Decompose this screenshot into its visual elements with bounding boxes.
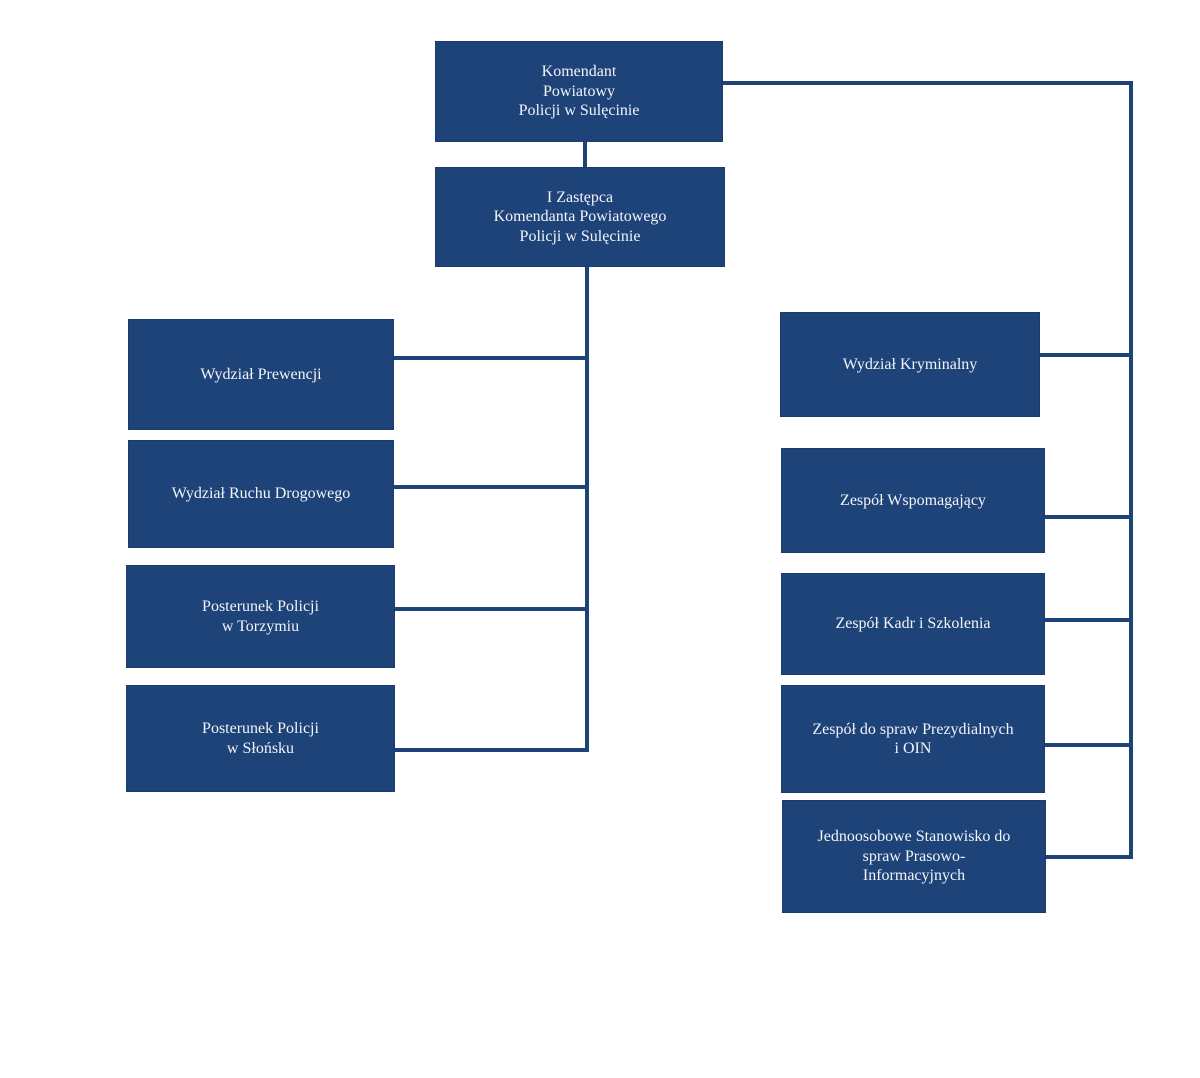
org-node-wydzial-kryminalny: Wydział Kryminalny xyxy=(780,312,1040,417)
connector-stub-kryminalny xyxy=(1040,353,1129,357)
org-node-zespol-kadr: Zespół Kadr i Szkolenia xyxy=(781,573,1045,675)
connector-stub-kadr xyxy=(1044,618,1129,622)
org-node-wydzial-prewencji-label: Wydział Prewencji xyxy=(200,365,322,383)
connector-stub-prewencji xyxy=(393,356,585,360)
org-node-wydzial-ruchu-drogowego-label: Wydział Ruchu Drogowego xyxy=(171,485,351,503)
org-node-posterunek-slonsk-label: Posterunek Policji w Słońsku xyxy=(202,720,319,757)
connector-center-vertical xyxy=(585,267,589,752)
org-node-zastepca: I Zastępca Komendanta Powiatowego Policj… xyxy=(435,167,725,267)
org-node-zespol-wspomagajacy: Zespół Wspomagający xyxy=(781,448,1045,553)
org-node-wydzial-kryminalny-label: Wydział Kryminalny xyxy=(842,355,978,373)
org-node-zespol-wspomagajacy-label: Zespół Wspomagający xyxy=(840,491,986,509)
org-node-zespol-prezydialne: Zespół do spraw Prezydialnych i OIN xyxy=(781,685,1045,793)
org-node-zespol-kadr-label: Zespół Kadr i Szkolenia xyxy=(835,615,991,633)
connector-right-vertical xyxy=(1129,81,1133,859)
connector-top-branch xyxy=(723,81,1133,85)
org-node-wydzial-prewencji: Wydział Prewencji xyxy=(128,319,394,430)
connector-stub-prezydialne xyxy=(1044,743,1129,747)
connector-stub-wspomagajacy xyxy=(1044,515,1129,519)
connector-stub-torzym xyxy=(394,607,585,611)
connector-stub-slonsk xyxy=(394,748,585,752)
org-node-zastepca-label: I Zastępca Komendanta Powiatowego Policj… xyxy=(493,188,667,245)
org-node-stanowisko-prasowe-label: Jednoosobowe Stanowisko do spraw Prasowo… xyxy=(817,828,1011,885)
connector-stub-ruchu xyxy=(393,485,585,489)
org-node-stanowisko-prasowe: Jednoosobowe Stanowisko do spraw Prasowo… xyxy=(782,800,1046,913)
org-node-zespol-prezydialne-label: Zespół do spraw Prezydialnych i OIN xyxy=(812,720,1014,758)
org-node-komendant: Komendant Powiatowy Policji w Sulęcinie xyxy=(435,41,723,142)
connector-stub-prasowe xyxy=(1045,855,1129,859)
org-node-posterunek-slonsk: Posterunek Policji w Słońsku xyxy=(126,685,395,792)
org-node-wydzial-ruchu-drogowego: Wydział Ruchu Drogowego xyxy=(128,440,394,548)
connector-komendant-zastepca xyxy=(583,142,587,168)
org-node-posterunek-torzym: Posterunek Policji w Torzymiu xyxy=(126,565,395,668)
org-node-komendant-label: Komendant Powiatowy Policji w Sulęcinie xyxy=(518,63,640,120)
org-node-posterunek-torzym-label: Posterunek Policji w Torzymiu xyxy=(202,598,319,635)
